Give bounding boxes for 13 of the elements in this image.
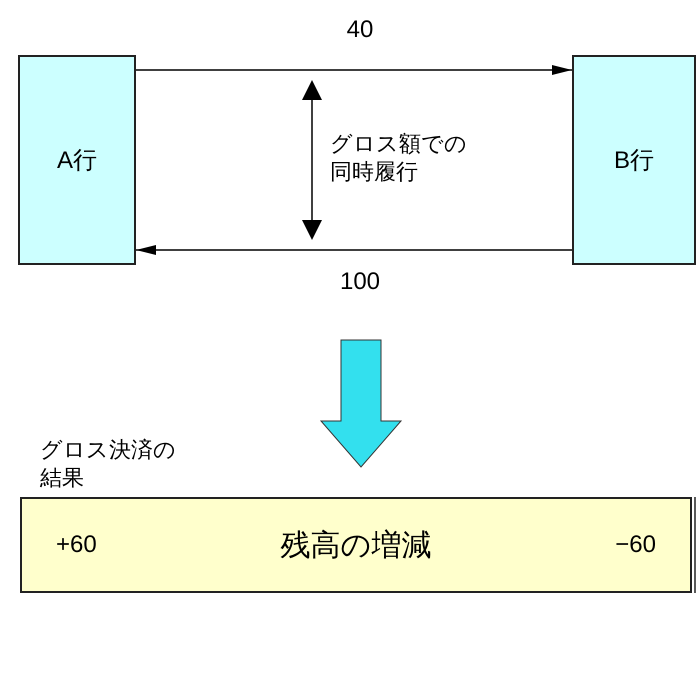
node-label: B行 bbox=[614, 146, 654, 176]
result-bar bbox=[20, 497, 692, 593]
block-arrow bbox=[320, 340, 402, 468]
node-label: +60 bbox=[56, 531, 97, 559]
node-label: A行 bbox=[56, 146, 97, 176]
node-label: −60 bbox=[615, 531, 656, 559]
bank-box bbox=[18, 55, 136, 265]
arrow bbox=[136, 245, 572, 255]
bank-box bbox=[572, 55, 696, 265]
caption-text: グロス決済の結果 bbox=[40, 436, 177, 491]
arrow bbox=[136, 65, 572, 75]
node-label: 残高の増減 bbox=[280, 528, 432, 564]
note-text: グロス額での同時履行 bbox=[330, 130, 468, 185]
